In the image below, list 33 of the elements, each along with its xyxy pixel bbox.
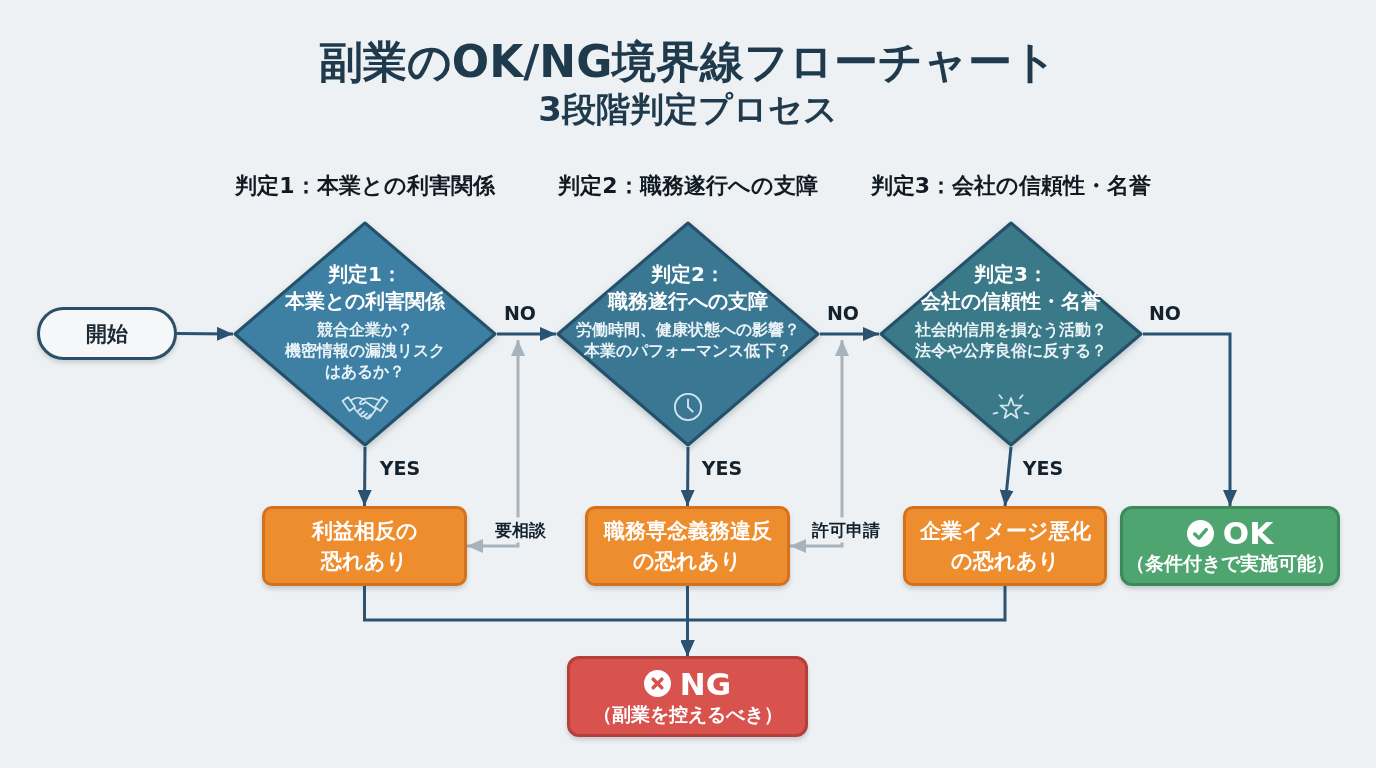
subtitle: 3段階判定プロセス <box>538 88 838 131</box>
column-heading: 判定2：職務遂行への支障 <box>558 172 818 200</box>
outcome-note: （条件付きで実施可能） <box>1125 551 1335 576</box>
edge-label: 要相談 <box>491 517 549 543</box>
result-box: 利益相反の恐れあり <box>262 506 467 586</box>
outcome-note: （副業を控えるべき） <box>592 701 783 727</box>
result-box: 職務専念義務違反の恐れあり <box>585 506 790 586</box>
decision-heading: 判定1：本業との利害関係 <box>284 261 446 315</box>
arrow <box>680 586 1007 656</box>
arrow <box>999 446 1014 507</box>
outcome-box <box>567 656 808 737</box>
arrow <box>680 447 695 506</box>
decision-heading: 判定2：職務遂行への支障 <box>606 261 769 315</box>
result-box: 企業イメージ悪化の恐れあり <box>903 506 1107 586</box>
outcome-box <box>1120 506 1340 586</box>
outcome-heading: NG <box>679 666 732 701</box>
outcome-heading: OK <box>1222 516 1274 550</box>
start-terminal: 開始 <box>37 307 177 360</box>
arrow <box>497 327 556 341</box>
arrow <box>177 326 233 341</box>
decision-heading: 判定3：会社の信頼性・名誉 <box>920 261 1102 315</box>
arrow <box>820 327 879 341</box>
edge-label: 許可申請 <box>809 517 883 543</box>
question-text: 労働時間、健康状態への影響？本業のパフォーマンス低下？ <box>575 319 801 361</box>
question-text: 社会的信用を損なう活動？法令や公序良俗に反する？ <box>914 319 1108 361</box>
column-heading: 判定1：本業との利害関係 <box>235 172 495 200</box>
arrow <box>357 447 372 506</box>
arrow <box>790 340 849 553</box>
question-text: 競合企業か？機密情報の漏洩リスクはあるか？ <box>284 319 446 382</box>
arrow <box>1143 332 1237 506</box>
arrow <box>467 340 525 553</box>
column-heading: 判定3：会社の信頼性・名誉 <box>870 172 1152 200</box>
title: 副業のOK/NG境界線フローチャート <box>318 34 1058 89</box>
